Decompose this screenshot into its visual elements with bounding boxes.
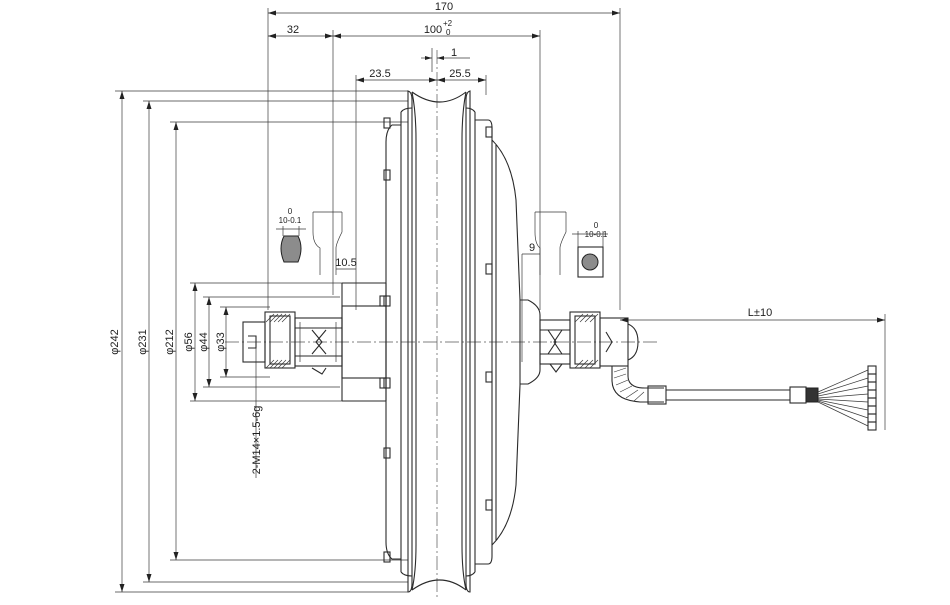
motor-body [341,90,541,593]
dim-dia-44: φ44 [198,332,210,351]
dim-dia-56: φ56 [183,332,195,351]
dim-left-flat-tol: 0 [288,207,293,216]
dim-left-half: 23.5 [369,68,390,80]
right-flat-detail: 0 10-0.1 9 [521,211,608,362]
dim-dia-33: φ33 [215,332,227,351]
right-axle-flat-shape [581,253,599,271]
dim-center-offset: 1 [451,47,457,59]
dim-left-flat: 10-0.1 [279,216,302,225]
dim-dia-242: φ242 [109,329,121,355]
dim-cable-length: L±10 [748,307,772,319]
dim-right-flat-tol: 0 [594,221,599,230]
left-axle-assembly [242,311,343,375]
cable-length-dimension: L±10 [620,307,886,430]
cable [666,365,877,431]
right-axle-assembly [539,311,667,405]
dim-right-shoulder: 9 [529,242,535,254]
left-flat-detail: 0 10-0.1 10.5 [276,207,357,275]
dim-hub-width: 100 [424,24,442,36]
dim-right-flat: 10-0.1 [585,230,608,239]
dim-overall-width: 170 [435,1,453,13]
dim-dia-212: φ212 [164,329,176,355]
dim-thread: 2-M14×1.5-6g [251,406,263,475]
dim-left-offset: 32 [287,24,299,36]
dim-hub-width-upper-tol: +2 [443,19,453,28]
dim-hub-width-lower-tol: 0 [446,28,451,37]
dim-dia-231: φ231 [137,329,149,355]
dim-right-half: 25.5 [449,68,470,80]
top-dimensions: 170 32 100 +2 0 1 23.5 25.5 [267,1,621,310]
dim-left-shoulder: 10.5 [335,257,356,269]
diameter-dimensions: φ242 φ231 φ212 φ56 φ44 φ3 [109,90,408,593]
